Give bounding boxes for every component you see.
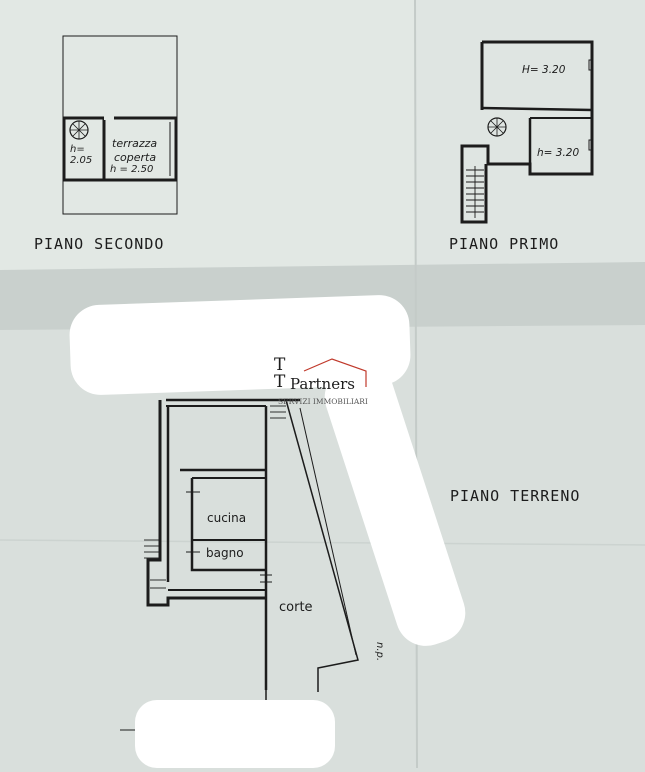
- ground-floor-plan: [120, 398, 359, 731]
- logo-name: Partners: [290, 375, 355, 393]
- first-floor-room1-height: H= 3.20: [522, 64, 566, 76]
- logo-subtitle: SERVIZI IMMOBILIARI: [278, 397, 368, 406]
- second-floor-plan: [62, 35, 178, 215]
- ground-floor-staircase: [144, 539, 166, 589]
- first-floor-plan: [460, 40, 594, 224]
- terrace-height: h = 2.50: [110, 164, 154, 175]
- bathroom-label: bagno: [206, 546, 244, 560]
- side-note-label: n.p.: [374, 642, 385, 662]
- logo-mark: [303, 358, 367, 387]
- courtyard-boundary: [285, 399, 359, 692]
- ground-floor-title: PIANO TERRENO: [450, 487, 581, 505]
- terrace-label-1: terrazza: [112, 137, 158, 150]
- kitchen-label: cucina: [207, 511, 247, 525]
- terrace-label-2: coperta: [114, 151, 157, 164]
- second-floor-h-value: 2.05: [70, 155, 93, 166]
- courtyard-label: corte: [279, 600, 313, 615]
- ground-floor-outer-wall: [146, 400, 266, 607]
- entrance-steps: [270, 399, 286, 419]
- second-floor-h-label: h=: [70, 144, 85, 155]
- first-floor-room2-height: h= 3.20: [537, 147, 580, 159]
- logo-roof-icon: [303, 358, 367, 387]
- first-floor-staircase: [466, 166, 484, 218]
- first-floor-partition-h: [481, 106, 593, 112]
- first-floor-title: PIANO PRIMO: [449, 235, 560, 253]
- paper-fold-horizontal: [0, 539, 645, 546]
- redaction-bottom: [135, 700, 335, 768]
- agency-logo: T T Partners SERVIZI IMMOBILIARI: [274, 357, 384, 413]
- second-floor-title: PIANO SECONDO: [34, 235, 165, 253]
- paper-panel-top-left: [0, 0, 415, 270]
- kitchen-walls: [190, 478, 266, 572]
- first-floor-walls: [460, 40, 594, 224]
- logo-letters: T T: [274, 355, 286, 392]
- second-floor-walls: [62, 116, 178, 182]
